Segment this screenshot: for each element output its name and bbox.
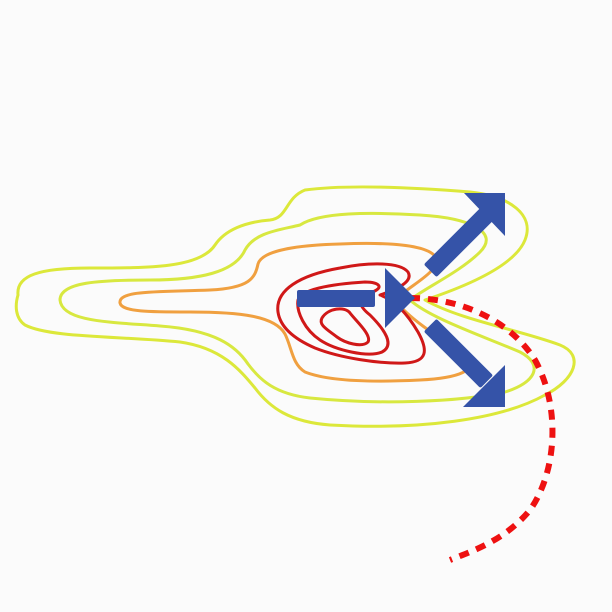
contour-inner-c [319, 307, 371, 347]
arrow-up-right-head [464, 193, 505, 236]
arrow-down-right-shaft [424, 319, 493, 388]
contour-outer [14, 185, 576, 428]
arrow-right-head [385, 268, 415, 328]
contour-third [118, 241, 473, 383]
arrow-up-right-shaft [424, 205, 496, 277]
contour-inner-b [296, 280, 390, 356]
arrow-up-right [424, 193, 505, 277]
arrow-down-right [424, 319, 505, 407]
arrow-right [297, 268, 415, 328]
dashed-trajectory [409, 295, 556, 563]
contour-second [58, 211, 536, 404]
arrow-right-shaft [297, 290, 375, 307]
arrow-down-right-head [463, 365, 505, 407]
